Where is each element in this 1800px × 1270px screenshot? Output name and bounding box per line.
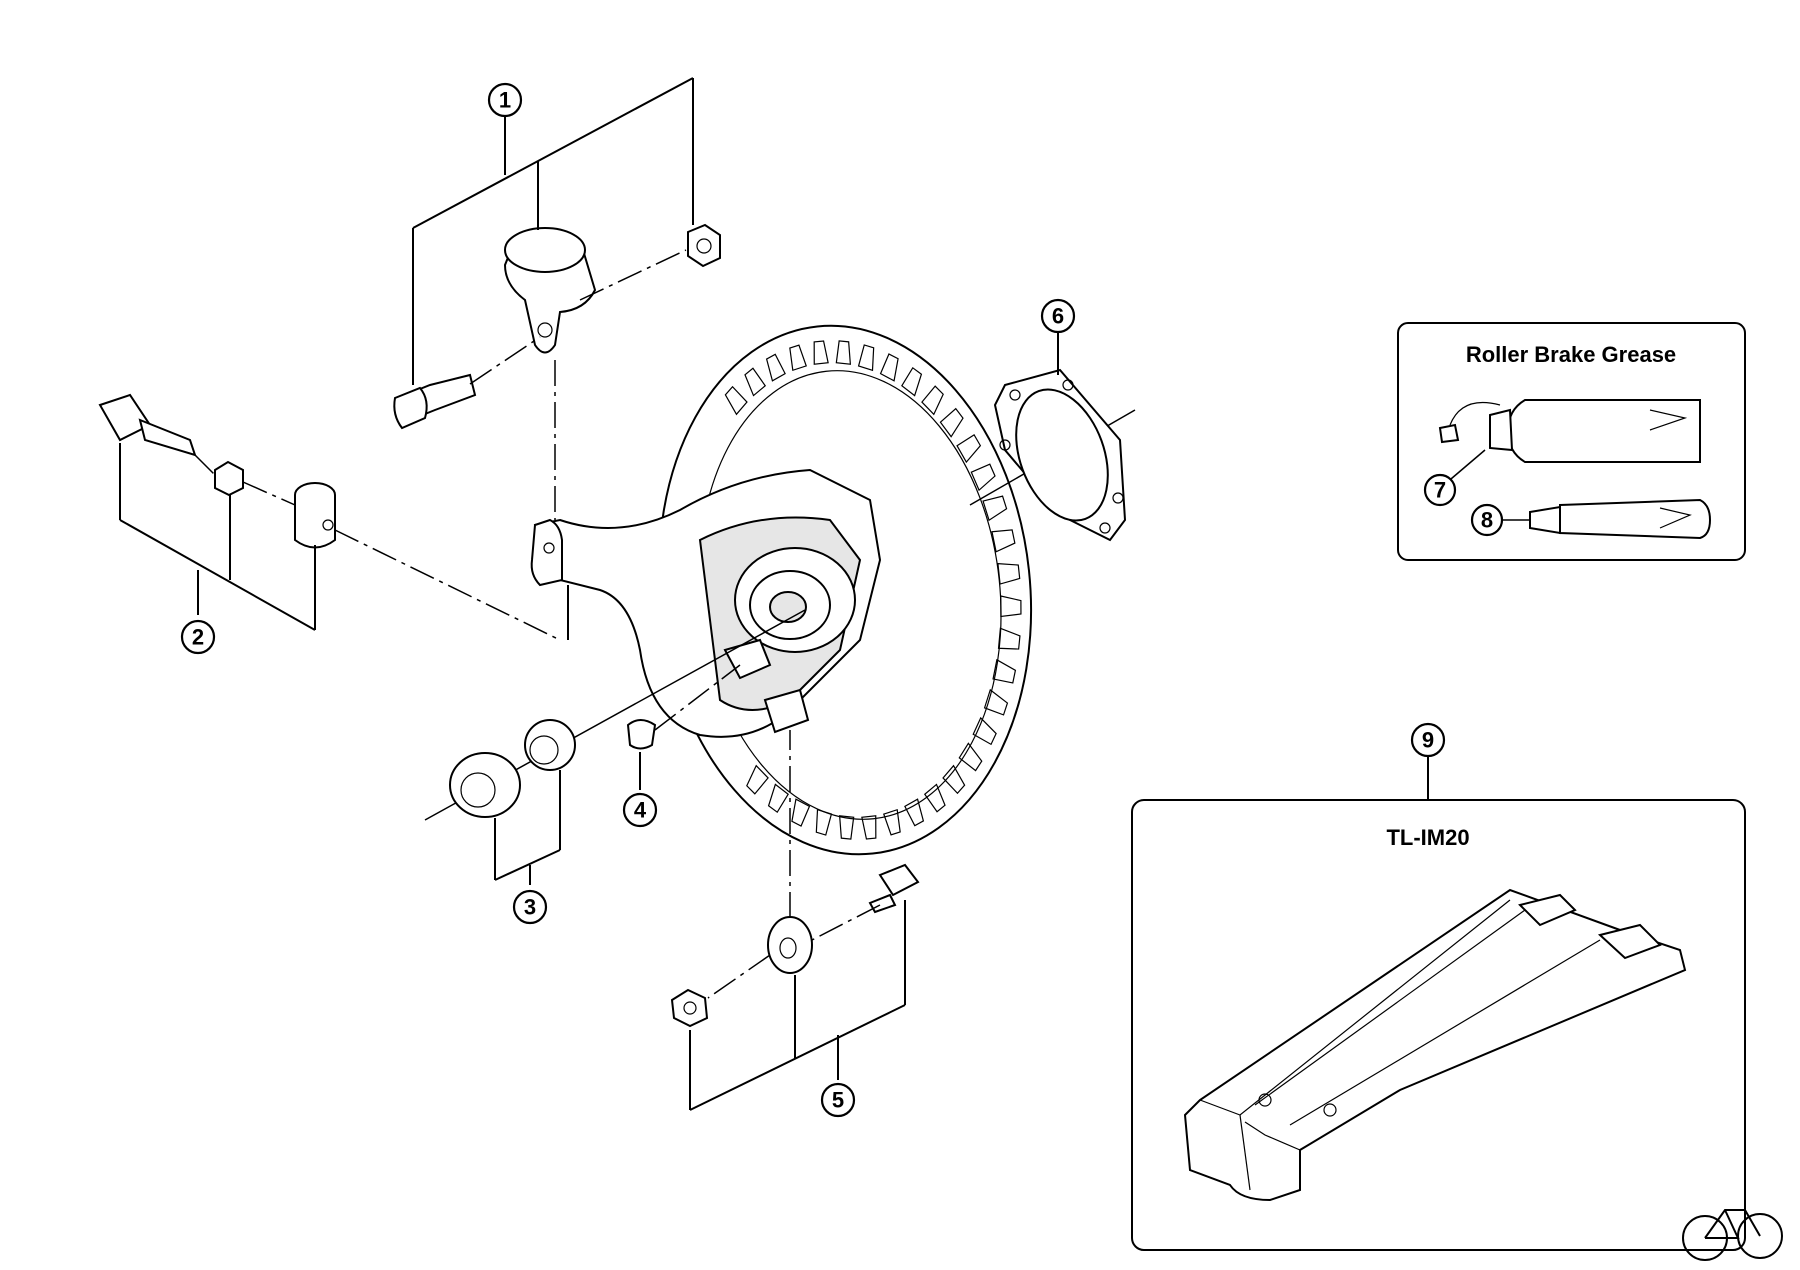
cooling-fin [992,658,1017,684]
grease-box-title: Roller Brake Grease [1466,342,1676,367]
roller-brake-unit [530,324,1033,856]
cooling-fin [970,463,996,492]
cooling-fin [791,798,811,827]
gasket-ring [993,368,1127,542]
callout-1: 1 [487,82,523,118]
svg-text:5: 5 [832,1088,844,1113]
callout-4: 4 [622,792,658,828]
cooling-fin [921,385,944,416]
svg-text:3: 3 [524,895,536,920]
svg-text:6: 6 [1052,304,1064,329]
cooling-fin [746,764,769,795]
cooling-fin [879,353,899,382]
cooling-fin [765,353,786,382]
cooling-fin [813,340,829,365]
cooling-fin [958,742,983,772]
cooling-fin [982,495,1008,522]
cooling-fin [861,815,877,840]
seal-set [449,719,576,818]
grease-box: Roller Brake Grease 7 8 [1397,322,1746,561]
svg-text:1: 1 [499,88,511,113]
cooling-fin [724,385,748,416]
grease-plug [626,719,657,750]
cooling-fin [901,366,923,397]
svg-text:7: 7 [1434,478,1446,503]
svg-text:4: 4 [634,798,647,823]
fixing-bolt-set [670,863,920,1028]
cooling-fin [923,783,946,813]
cooling-fin [939,407,964,438]
grease-tube [1529,498,1712,540]
cooling-fin [744,367,767,397]
tool-box: TL-IM20 [1131,799,1746,1251]
cooling-fin [1000,595,1022,618]
bicycle-icon [1682,1209,1783,1261]
callout-2: 2 [180,619,216,655]
grease-bottle [1438,399,1701,463]
cooling-fin [835,340,852,365]
svg-text:2: 2 [192,625,204,650]
cooling-fin [838,815,855,840]
callout-3: 3 [512,889,548,925]
tool-tl-im20 [1183,888,1687,1202]
cooling-fin [904,798,925,827]
cable-adjuster-set [98,393,336,549]
cooling-fin [815,808,833,836]
callout-5: 5 [820,1082,856,1118]
cooling-fin [883,808,901,836]
tool-box-title: TL-IM20 [1386,825,1469,850]
cooling-fin [983,688,1009,716]
cooling-fin [997,562,1021,585]
cooling-fin [972,716,997,746]
cooling-fin [997,627,1021,650]
cooling-fin [789,344,807,372]
cooling-fin [942,764,966,795]
cooling-fin [857,344,875,372]
callout-6: 6 [1040,298,1076,334]
cooling-fins [724,340,1022,840]
svg-text:8: 8 [1481,508,1493,533]
cooling-fin [956,434,982,464]
svg-text:9: 9 [1422,728,1434,753]
band-clamp-set [393,223,721,430]
cooling-fin [991,529,1016,553]
cooling-fin [767,783,789,814]
